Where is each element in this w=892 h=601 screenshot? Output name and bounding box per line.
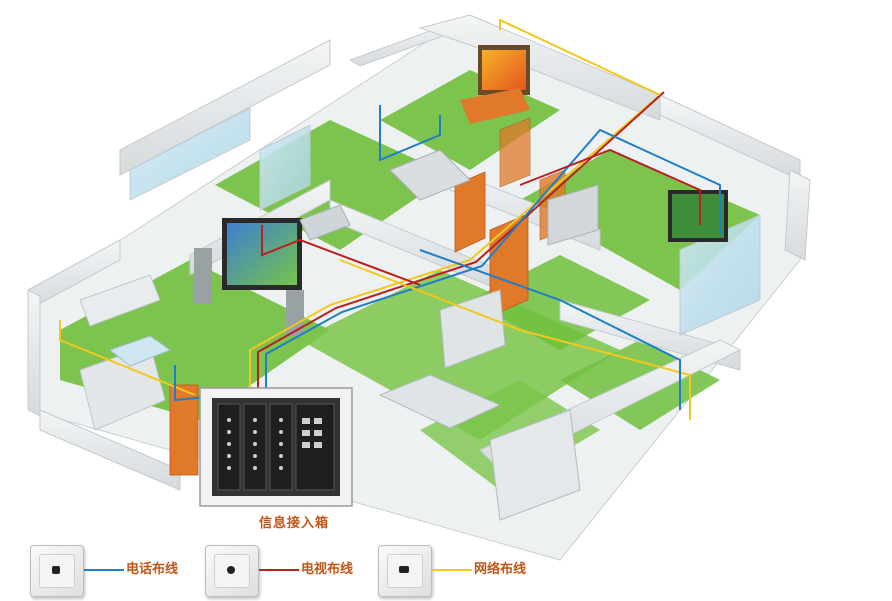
wall-bath-glass <box>679 214 761 336</box>
panel-module-2 <box>243 403 267 491</box>
wire-phone-1 <box>265 128 721 395</box>
phone-socket-icon <box>30 545 84 597</box>
legend-tv-line <box>259 569 299 571</box>
wall-left-side <box>27 289 41 417</box>
sideboard-top <box>460 88 530 124</box>
legend-phone: 电话布线 <box>30 545 200 597</box>
legend-network-label: 网络布线 <box>474 562 527 577</box>
kitchen-counter <box>439 289 506 369</box>
coffee-table <box>108 335 172 367</box>
legend-phone-label: 电话布线 <box>126 562 179 577</box>
network-socket-icon <box>378 545 432 597</box>
wire-tv-2 <box>261 225 421 286</box>
wall-right-side <box>784 169 811 261</box>
art-canvas-top <box>482 50 526 90</box>
info-box-caption: 信息接入箱 <box>258 516 329 531</box>
furniture <box>79 45 728 521</box>
panel-module-1 <box>217 403 241 491</box>
speaker-right <box>286 290 304 336</box>
tv-bedroom-screen <box>672 194 724 238</box>
shelf-unit <box>547 184 599 246</box>
wall-front-left <box>39 409 181 491</box>
wire-network-1 <box>249 94 661 395</box>
wire-network-3 <box>59 320 196 396</box>
bath-counter <box>489 409 581 521</box>
sofa-back <box>79 274 161 327</box>
wire-phone-4 <box>419 249 681 410</box>
legend-tv: 电视布线 <box>205 545 375 597</box>
wire-tv-3 <box>519 148 701 225</box>
bed-top <box>389 149 471 201</box>
wall-back-left <box>119 39 331 176</box>
tv-socket-icon <box>205 545 259 597</box>
speaker-left <box>194 248 212 304</box>
wiring <box>59 18 721 420</box>
panel-ports <box>227 418 322 470</box>
wire-tv-1 <box>257 91 665 395</box>
door-study <box>454 171 486 253</box>
legend-tv-label: 电视布线 <box>301 562 354 577</box>
desk-study <box>299 204 351 241</box>
wire-network-4 <box>339 259 691 420</box>
wire-network-2 <box>499 18 661 96</box>
door-panel-left <box>499 117 531 188</box>
panel-module-3 <box>269 403 293 491</box>
dining-table <box>378 374 502 429</box>
legend-phone-line <box>84 569 124 571</box>
legend-network-line <box>432 569 472 571</box>
wall-back-left-glass <box>129 107 251 201</box>
wire-phone-3 <box>379 105 441 162</box>
wall-study-glass <box>259 124 311 211</box>
info-access-box <box>199 387 353 507</box>
legend-network: 网络布线 <box>378 545 548 597</box>
